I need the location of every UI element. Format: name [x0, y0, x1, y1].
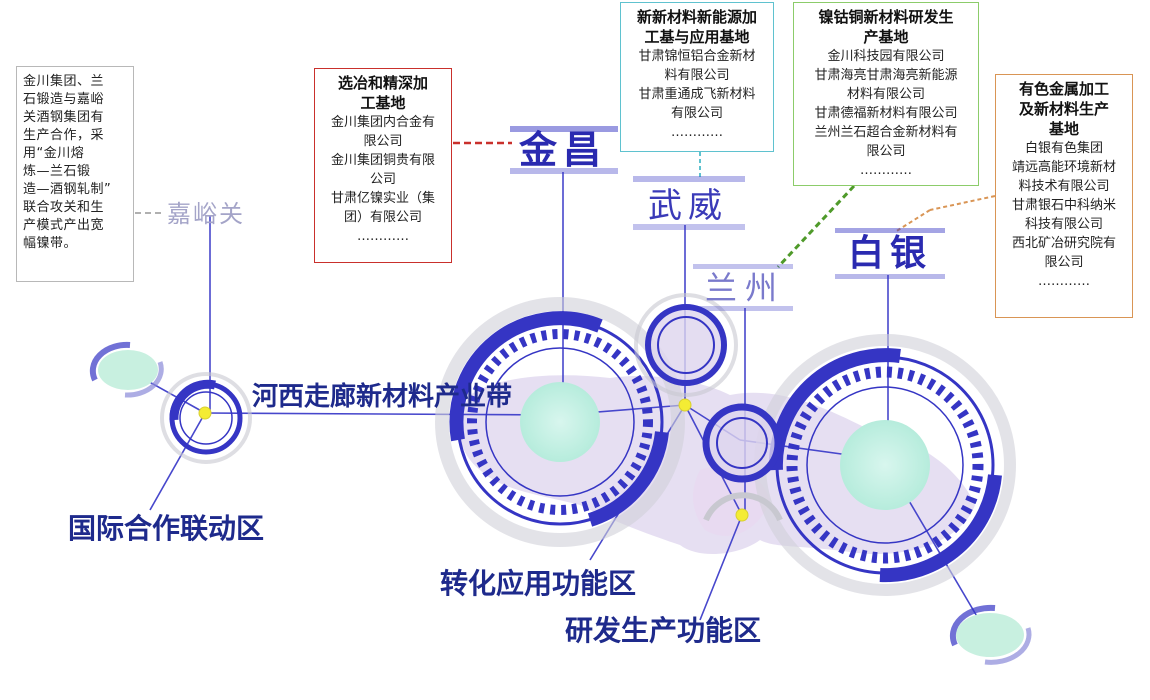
hub-jiayuguan: [160, 372, 252, 464]
box-line: 关酒钢集团有: [23, 110, 105, 125]
box-line: 石锻造与嘉峪: [23, 92, 105, 107]
box-line: …………: [860, 163, 912, 178]
node-lanzhou: [735, 508, 749, 522]
box-line: 金川集团内合金有: [330, 115, 435, 130]
rnd-zone-label: 研发生产功能区: [565, 614, 761, 647]
box-line: …………: [671, 125, 723, 140]
box-line: 团）有限公司: [343, 210, 422, 225]
box-line: 料有限公司: [664, 68, 730, 83]
box-line: 限公司: [1044, 255, 1084, 270]
node-wuwei: [678, 398, 692, 412]
box-title: 基地: [1048, 120, 1079, 138]
hub-left-outer: [89, 341, 164, 398]
box-line: 甘肃银石中科纳米: [1011, 198, 1116, 213]
box-line: 甘肃锦恒铝合金新材: [638, 49, 756, 64]
box-line: 限公司: [866, 144, 906, 159]
box-line: 兰州兰石超合金新材料有: [814, 125, 958, 140]
box-line: 金川科技园有限公司: [827, 49, 945, 64]
node-jiayuguan: [198, 406, 212, 420]
box-line: 用“金川熔: [23, 146, 85, 161]
city-lanzhou: 兰州: [705, 269, 785, 307]
box-line: 金川集团铜贵有限: [330, 153, 435, 168]
box-line: 造—酒钢轧制”: [23, 182, 112, 197]
box-title: 选冶和精深加: [337, 74, 428, 92]
box-line: 炼—兰石锻: [23, 164, 91, 179]
info-box-wuwei: 新新材料新能源加 工基与应用基地 甘肃锦恒铝合金新材 料有限公司 甘肃重通成飞新…: [620, 2, 774, 152]
city-bars: [510, 126, 945, 311]
box-title: 及新材料生产: [1018, 100, 1109, 118]
info-box-baiyin: 有色金属加工 及新材料生产 基地 白银有色集团 靖远高能环境新材 料技术有限公司…: [995, 74, 1133, 318]
box-connectors: [135, 141, 996, 269]
corridor-label: 河西走廊新材料产业带: [252, 381, 512, 412]
hub-jinchang: [435, 297, 685, 547]
box-line: 西北矿冶研究院有: [1011, 236, 1116, 251]
hub-lanzhou: [702, 403, 783, 522]
box-line: 甘肃重通成飞新材料: [638, 87, 756, 102]
box-line: …………: [357, 229, 409, 244]
box-line: 甘肃亿镍实业（集: [330, 191, 435, 206]
info-box-jiayuguan: 金川集团、兰 石锻造与嘉峪 关酒钢集团有 生产合作，采 用“金川熔 炼—兰石锻 …: [16, 66, 134, 282]
box-title: 镍钴铜新材料研发生: [818, 8, 954, 26]
box-title: 工基与应用基地: [644, 28, 750, 46]
box-line: 联合攻关和生: [23, 200, 105, 215]
box-line: 幅镍带。: [23, 236, 78, 251]
city-jiayuguan: 嘉峪关: [167, 200, 245, 228]
box-title: 新新材料新能源加: [636, 8, 757, 26]
box-line: 限公司: [363, 134, 403, 149]
intl-zone-label: 国际合作联动区: [68, 512, 264, 545]
box-line: 有限公司: [670, 106, 723, 121]
box-line: 材料有限公司: [846, 87, 925, 102]
box-line: 生产合作，采: [23, 128, 105, 143]
box-line: …………: [1038, 274, 1090, 289]
box-line: 甘肃德福新材料有限公司: [814, 106, 958, 121]
city-wuwei: 武威: [648, 186, 728, 226]
transform-zone-label: 转化应用功能区: [440, 567, 636, 600]
nodes: [198, 398, 749, 522]
box-title: 有色金属加工: [1018, 80, 1109, 98]
city-jinchang: 金昌: [518, 128, 607, 172]
box-line: 金川集团、兰: [23, 74, 105, 89]
box-line: 靖远高能环境新材: [1011, 160, 1116, 175]
box-title: 工基地: [360, 94, 406, 112]
box-line: 料技术有限公司: [1018, 179, 1110, 194]
info-box-jinchang: 选冶和精深加 工基地 金川集团内合金有 限公司 金川集团铜贵有限 公司 甘肃亿镍…: [314, 68, 452, 263]
box-title: 产基地: [863, 28, 909, 46]
box-line: 科技有限公司: [1024, 217, 1103, 232]
box-line: 甘肃海亮甘肃海亮新能源: [814, 68, 958, 83]
box-line: 白银有色集团: [1024, 141, 1103, 156]
box-line: 产模式产出宽: [23, 218, 105, 233]
hub-right-outer: [949, 604, 1032, 665]
info-box-lanzhou: 镍钴铜新材料研发生 产基地 金川科技园有限公司 甘肃海亮甘肃海亮新能源 材料有限…: [793, 2, 979, 186]
city-baiyin: 白银: [848, 233, 932, 274]
box-line: 公司: [369, 172, 396, 187]
hub-wuwei: [634, 293, 738, 397]
